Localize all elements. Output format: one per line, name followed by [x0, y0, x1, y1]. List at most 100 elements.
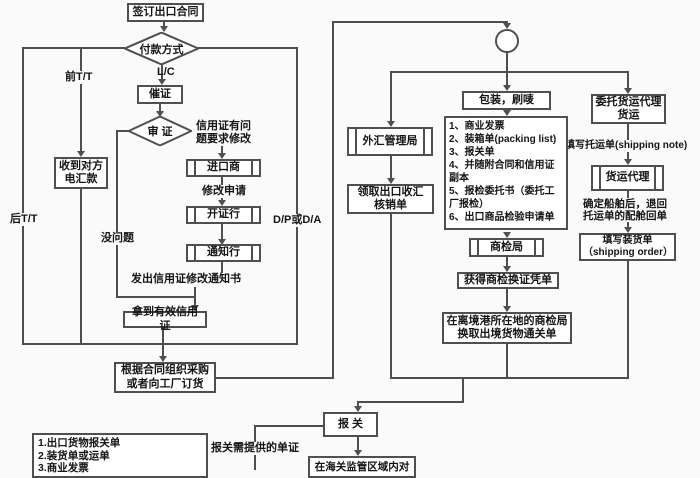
edge-label-modify-request: 修改申请: [201, 185, 247, 198]
node-organize-procurement: 根据合同组织采购 或者向工厂订货: [114, 362, 216, 393]
node-advising-bank: 通知行: [186, 244, 261, 262]
node-importer: 进口商: [186, 159, 261, 177]
decision-shen-zheng: 审 证: [128, 116, 192, 146]
connector-line: [216, 377, 334, 379]
arrow-down-icon: [158, 79, 166, 85]
connector-line: [357, 401, 359, 406]
list-item: 4、并随附合同和信用证副本: [449, 160, 555, 184]
arrow-down-icon: [77, 151, 85, 157]
node-issuing-bank: 开证行: [186, 206, 261, 224]
list-item: 3.商业发票: [38, 462, 89, 474]
arrow-down-icon: [218, 153, 226, 159]
node-cui-zheng: 催证: [137, 85, 183, 104]
connector-line: [116, 130, 130, 132]
connector-line: [462, 377, 464, 403]
node-exchange-voucher: 获得商检换证凭单: [457, 272, 559, 289]
connector-line: [357, 401, 464, 403]
connector-line: [221, 224, 223, 239]
arrow-down-icon: [218, 239, 226, 245]
edge-label-pre-tt: 前T/T: [64, 71, 94, 84]
node-verification-form: 领取出口收汇 核销单: [347, 184, 434, 214]
connector-line: [116, 130, 118, 298]
arrow-down-icon: [503, 85, 511, 91]
connector-line: [506, 289, 508, 306]
list-item: 1.出口货物报关单: [38, 437, 121, 449]
arrow-down-icon: [156, 111, 164, 117]
arrow-down-icon: [503, 110, 511, 116]
list-item: 2、装箱单(packing list): [449, 134, 557, 145]
connector-line: [198, 47, 298, 49]
arrow-down-icon: [624, 88, 632, 94]
connector-line: [627, 71, 629, 88]
connector-line: [162, 328, 164, 356]
connector-line: [22, 47, 24, 344]
arrow-down-icon: [218, 200, 226, 206]
decision-label: 审 证: [147, 126, 173, 138]
arrow-down-icon: [624, 227, 632, 233]
node-ciq-bureau: 商检局: [469, 238, 544, 257]
decision-payment-method: 付款方式: [124, 32, 199, 65]
arrow-down-icon: [503, 306, 511, 312]
arrow-down-icon: [503, 23, 511, 29]
connector-line: [221, 146, 223, 153]
connector-line: [390, 71, 629, 73]
edge-label-shipping-note: 填写托运单(shipping note): [564, 140, 689, 152]
node-freight-agent: 货运代理: [591, 165, 664, 191]
connector-line: [390, 156, 392, 178]
edge-label-customs-docs-needed: 报关需提供的单证: [210, 442, 300, 455]
connector-line: [390, 377, 629, 379]
connector-line: [22, 343, 298, 345]
node-packing-marking: 包装，刷唛: [462, 91, 551, 110]
arrow-down-icon: [354, 406, 362, 412]
connector-line: [23, 47, 125, 49]
diamond-shape: [128, 116, 192, 146]
arrow-down-icon: [503, 232, 511, 238]
node-shipping-order: 填写装货单 （shipping order）: [579, 233, 676, 261]
arrow-down-icon: [503, 266, 511, 272]
edge-label-post-tt: 后T/T: [9, 213, 39, 226]
connector-line: [163, 21, 165, 26]
edge-label-dp-da: D/P或D/A: [272, 214, 323, 227]
connector-line: [332, 21, 334, 379]
connector-line: [159, 103, 161, 111]
node-receive-remittance: 收到对方 电汇款: [54, 157, 108, 189]
node-safe-bureau: 外汇管理局: [347, 127, 433, 156]
connector-line: [117, 296, 195, 298]
connector-line: [332, 21, 508, 23]
diamond-shape: [124, 32, 199, 65]
connector-line: [80, 189, 82, 344]
arrow-down-icon: [354, 450, 362, 456]
connector-line: [627, 261, 629, 378]
connector-circle: [495, 29, 519, 53]
connector-line: [357, 437, 359, 450]
connector-line: [506, 344, 508, 379]
list-item: 6、出口商品检验申请单: [449, 212, 555, 223]
arrow-down-icon: [160, 26, 168, 32]
node-port-ciq: 在离境港所在地的商检局 换取出境货物通关单: [442, 312, 572, 344]
node-sign-contract: 签订出口合同: [127, 3, 204, 22]
connector-line: [506, 53, 508, 85]
connector-line: [390, 71, 392, 121]
arrow-down-icon: [159, 356, 167, 362]
list-item: 2.装货单或运单: [38, 449, 110, 462]
connector-line: [194, 287, 196, 305]
list-item: 5、报检委托书（委托工厂报检）: [449, 186, 555, 210]
list-item: 1、商业发票: [449, 121, 505, 132]
edge-label-return-receipt: 确定船舶后，退回 托运单的配舱回单: [582, 198, 668, 223]
arrow-down-icon: [624, 159, 632, 165]
connector-line: [161, 65, 163, 79]
connector-line: [506, 257, 508, 266]
arrow-down-icon: [191, 305, 199, 311]
connector-line: [390, 214, 392, 379]
node-valid-lc: 拿到有效信用证: [123, 306, 207, 332]
arrow-down-icon: [387, 121, 395, 127]
connector-line: [80, 47, 82, 151]
connector-line: [255, 425, 323, 427]
edge-label-lc-problem: 信用证有问 题要求修改: [196, 120, 251, 145]
edge-label-no-problem: 没问题: [100, 232, 135, 245]
connector-line: [296, 47, 298, 344]
edge-label-lc: L/C: [157, 66, 175, 78]
list-item: 3、报关单: [449, 147, 495, 158]
connector-line: [221, 262, 223, 273]
